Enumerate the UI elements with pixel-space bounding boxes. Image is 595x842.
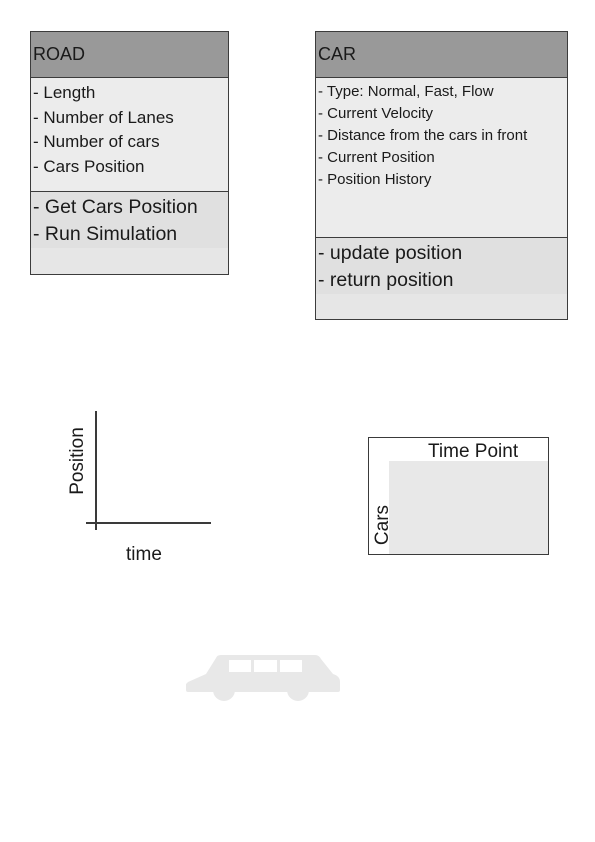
road-operation: - Run Simulation xyxy=(33,223,178,245)
y-axis-label: Position xyxy=(67,427,88,495)
table-header-label: Time Point xyxy=(428,441,519,462)
road-class-box: ROAD - Length - Number of Lanes - Number… xyxy=(30,31,229,275)
x-axis-label: time xyxy=(126,544,162,565)
road-attribute: - Number of Lanes xyxy=(33,107,174,127)
car-attributes: - Type: Normal, Fast, Flow - Current Vel… xyxy=(316,78,567,238)
time-point-table: Time Point Cars xyxy=(368,437,549,555)
car-class-box: CAR - Type: Normal, Fast, Flow - Current… xyxy=(315,31,568,320)
road-attribute: - Cars Position xyxy=(33,156,145,176)
car-attribute: - Type: Normal, Fast, Flow xyxy=(318,83,494,100)
y-axis-line xyxy=(95,411,97,530)
road-attribute: - Number of cars xyxy=(33,132,160,151)
x-axis-line xyxy=(86,522,211,524)
road-attribute: - Length xyxy=(33,83,96,102)
table-body-fill xyxy=(389,461,548,554)
car-attribute: - Current Position xyxy=(318,149,435,166)
car-operation: - update position xyxy=(318,242,463,264)
car-wheel xyxy=(213,679,235,701)
car-icon xyxy=(186,655,340,701)
car-attribute: - Distance from the cars in front xyxy=(318,127,528,144)
car-window xyxy=(229,660,251,672)
road-title: ROAD xyxy=(31,32,228,78)
table-side-label: Cars xyxy=(372,504,393,546)
car-window xyxy=(280,660,302,672)
road-operations: - Get Cars Position - Run Simulation xyxy=(31,192,228,248)
car-attribute: - Position History xyxy=(318,171,432,188)
car-window xyxy=(254,660,277,672)
car-operations: - update position - return position xyxy=(316,238,567,294)
car-attribute: - Current Velocity xyxy=(318,105,434,122)
car-title: CAR xyxy=(316,32,567,78)
car-wheel xyxy=(287,679,309,701)
road-operation: - Get Cars Position xyxy=(33,196,198,218)
car-operation: - return position xyxy=(318,269,454,291)
road-attributes: - Length - Number of Lanes - Number of c… xyxy=(31,78,228,192)
